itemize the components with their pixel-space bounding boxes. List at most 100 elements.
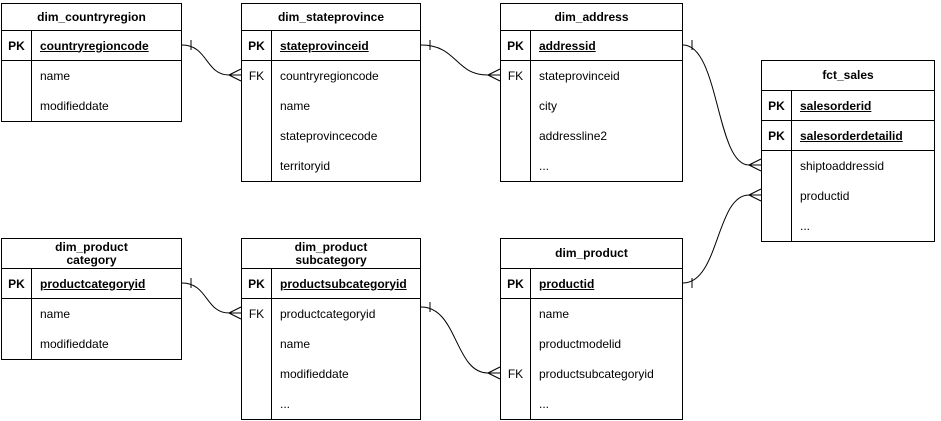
table-key-row: PK addressid xyxy=(501,31,682,61)
field-name: ... xyxy=(280,397,291,411)
key-badge xyxy=(2,61,31,91)
key-badge: PK xyxy=(2,269,32,298)
key-badge xyxy=(242,91,271,121)
table-key-row: PK productsubcategoryid xyxy=(242,269,420,299)
table-title: dim_countryregion xyxy=(2,4,181,31)
field-name: city xyxy=(539,99,557,113)
table-key-row: PK productcategoryid xyxy=(2,269,181,299)
field-name: salesorderid xyxy=(800,98,872,113)
key-badge xyxy=(242,329,271,359)
table-title: dim_address xyxy=(501,4,682,31)
key-column xyxy=(2,299,32,359)
key-badge xyxy=(2,91,31,121)
key-badge: PK xyxy=(2,31,32,60)
field-name: salesorderdetailid xyxy=(800,128,903,143)
key-badge xyxy=(501,121,530,151)
field-name: name xyxy=(539,307,570,321)
field-name: name xyxy=(280,337,311,351)
key-badge xyxy=(762,211,791,241)
connector-dim_stateprovince-dim_address[interactable] xyxy=(420,40,501,82)
key-badge: PK xyxy=(242,31,272,60)
field-name: ... xyxy=(800,219,811,233)
field-name: addressid xyxy=(539,38,596,53)
key-badge: FK xyxy=(507,69,524,83)
field-name: name xyxy=(40,69,71,83)
connector-dim_productsubcategory-dim_product[interactable] xyxy=(420,302,501,380)
field-name: stateprovinceid xyxy=(539,69,620,83)
key-badge: PK xyxy=(762,121,792,150)
field-name: productsubcategoryid xyxy=(539,367,654,381)
key-column xyxy=(762,151,792,241)
field-column: countryregioncode name stateprovincecode te… xyxy=(272,61,420,181)
table-key-row: PK salesorderid xyxy=(762,91,934,121)
field-name: productmodelid xyxy=(539,337,622,351)
key-badge: FK xyxy=(507,367,524,381)
key-badge xyxy=(2,299,31,329)
key-badge xyxy=(501,91,530,121)
table-body: FK name productmodelid productsubcategoryid… xyxy=(501,299,682,419)
table-key-row: PK countryregioncode xyxy=(2,31,181,61)
connector-dim_product-fct_sales[interactable] xyxy=(682,188,762,288)
key-badge: PK xyxy=(762,91,792,120)
table-title-line: category xyxy=(66,252,117,267)
key-badge xyxy=(501,299,530,329)
field-name: ... xyxy=(539,397,550,411)
key-badge: FK xyxy=(248,307,265,321)
connector-dim_countryregion-dim_stateprovince[interactable] xyxy=(181,40,242,82)
field-name: productcategoryid xyxy=(40,276,146,291)
table-title: dim_stateprovince xyxy=(242,4,420,31)
field-name: productid xyxy=(800,189,850,203)
field-name: modifieddate xyxy=(40,99,109,113)
key-badge xyxy=(242,359,271,389)
field-name: countryregioncode xyxy=(40,38,149,53)
field-name: productid xyxy=(539,276,595,291)
field-name: modifieddate xyxy=(40,337,109,351)
key-badge xyxy=(762,181,791,211)
table-body: name modifieddate xyxy=(2,61,181,121)
field-name: stateprovincecode xyxy=(280,129,378,143)
table-title-line: dim_address xyxy=(554,9,629,24)
field-name: name xyxy=(40,307,71,321)
field-name: countryregioncode xyxy=(280,69,379,83)
key-badge: PK xyxy=(501,31,531,60)
field-column: name modifieddate xyxy=(32,61,181,121)
key-column: FK xyxy=(242,299,272,419)
key-badge: PK xyxy=(501,269,531,298)
field-name: productsubcategoryid xyxy=(280,276,407,291)
connector-dim_address-fct_sales[interactable] xyxy=(682,40,762,172)
key-column: FK xyxy=(501,299,531,419)
table-title-line: fct_sales xyxy=(822,68,874,82)
key-column xyxy=(2,61,32,121)
key-badge: PK xyxy=(242,269,272,298)
connector-dim_productcategory-dim_productsubcategory[interactable] xyxy=(181,278,242,320)
field-name: territoryid xyxy=(280,159,331,173)
field-name: name xyxy=(280,99,311,113)
key-badge xyxy=(242,121,271,151)
key-badge xyxy=(242,151,271,181)
key-badge xyxy=(501,329,530,359)
field-name: ... xyxy=(539,159,550,173)
field-column: name productmodelid productsubcategoryid..… xyxy=(531,299,682,419)
field-column: name modifieddate xyxy=(32,299,181,359)
key-column: FK xyxy=(501,61,531,181)
table-key-row: PK salesorderdetailid xyxy=(762,121,934,151)
table-title-line: dim_product xyxy=(55,239,128,254)
field-name: modifieddate xyxy=(280,367,349,381)
table-title: fct_sales xyxy=(762,61,934,91)
